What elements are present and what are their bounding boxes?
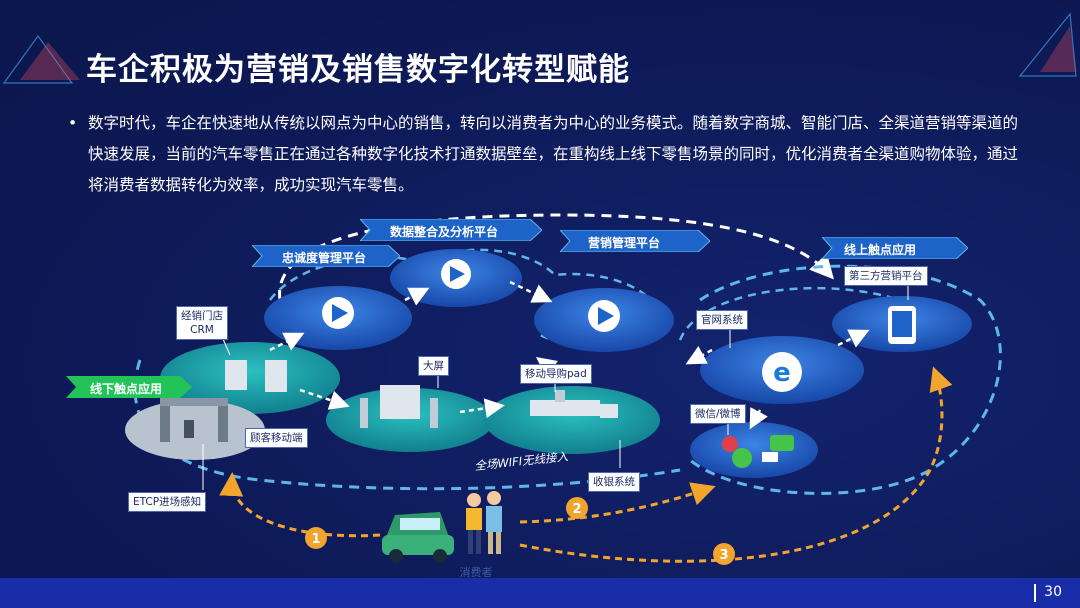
banner-data-platform: 数据整合及分析平台 xyxy=(360,219,542,241)
third-party-node xyxy=(832,296,972,352)
consumer-people-graphic xyxy=(466,491,502,554)
online-inner-loop xyxy=(678,286,901,341)
svg-text:1: 1 xyxy=(311,532,320,547)
banner-online: 线上触点应用 xyxy=(822,237,968,259)
page-number: 30 xyxy=(1044,584,1062,600)
banner-loyalty: 忠诚度管理平台 xyxy=(252,245,400,267)
bullet-dot: • xyxy=(68,114,78,132)
svg-text:3: 3 xyxy=(719,548,728,563)
label-big-screen: 大屏 xyxy=(418,356,449,376)
wechat-node xyxy=(690,422,818,478)
corner-decoration-left xyxy=(2,34,80,84)
page-divider xyxy=(1034,584,1036,602)
svg-text:2: 2 xyxy=(572,502,581,517)
label-wechat-weibo: 微信/微博 xyxy=(690,404,746,424)
consumer-label: 消费者 xyxy=(460,565,493,577)
corner-decoration-right xyxy=(1018,12,1077,77)
svg-text:e: e xyxy=(773,358,791,388)
footer-bar: 30 xyxy=(0,578,1080,608)
label-official-site: 官网系统 xyxy=(696,310,748,330)
label-dealer-crm: 经销门店 CRM xyxy=(176,306,228,340)
loyalty-node xyxy=(264,286,412,350)
step-badge-3: 3 xyxy=(713,543,735,565)
banner-marketing: 营销管理平台 xyxy=(560,230,710,252)
label-etcp: ETCP进场感知 xyxy=(128,492,207,512)
pad-teal-node xyxy=(484,386,660,454)
page-title: 车企积极为营销及销售数字化转型赋能 xyxy=(86,52,630,88)
store-equipment-graphic xyxy=(225,360,618,428)
bullet-text: 数字时代，车企在快速地从传统以网点为中心的销售，转向以消费者为中心的业务模式。随… xyxy=(88,114,1019,194)
label-mobile-pad: 移动导购pad xyxy=(520,364,592,384)
official-site-node: e xyxy=(700,336,864,404)
omnichannel-diagram: e xyxy=(125,213,1002,577)
label-cashier: 收银系统 xyxy=(588,472,640,492)
entrance-gate-graphic xyxy=(160,398,228,442)
wifi-label: 全场WIFI无线接入 xyxy=(474,449,569,473)
bullet-paragraph: • 数字时代，车企在快速地从传统以网点为中心的销售，转向以消费者为中心的业务模式… xyxy=(68,108,1030,201)
label-third-party: 第三方营销平台 xyxy=(844,266,928,286)
label-customer-mobile: 顾客移动端 xyxy=(245,428,308,448)
outer-dashed-loop xyxy=(278,213,834,301)
store-teal-node xyxy=(160,342,340,414)
journey-arrow-2 xyxy=(519,482,716,524)
step-badge-1: 1 xyxy=(305,527,327,549)
banner-offline: 线下触点应用 xyxy=(66,376,192,398)
marketing-node xyxy=(534,288,674,352)
journey-arrow-1 xyxy=(219,472,381,538)
step-badge-2: 2 xyxy=(566,497,588,519)
car-graphic xyxy=(382,512,454,563)
journey-arrow-3 xyxy=(519,366,953,563)
data-platform-node xyxy=(390,249,522,307)
online-loop xyxy=(689,264,1002,495)
entrance-grey-node xyxy=(125,400,265,460)
outer-dashed-loop-2 xyxy=(133,359,681,491)
